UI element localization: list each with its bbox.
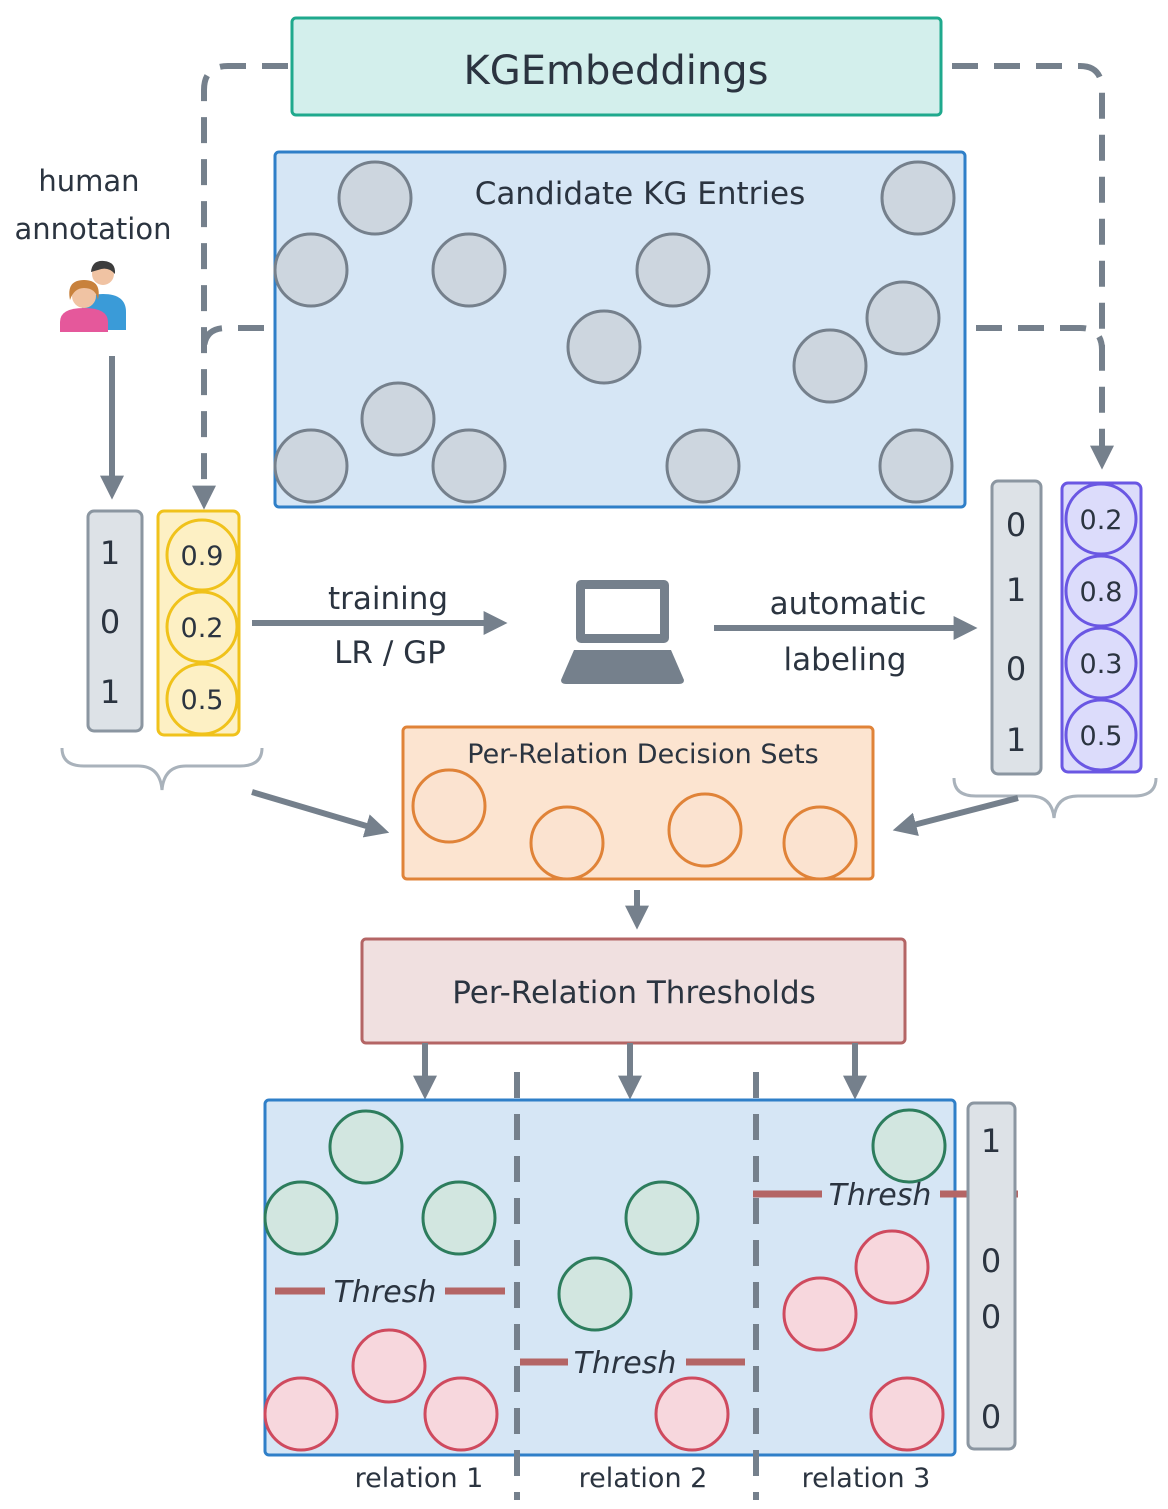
candidate-entry: [273, 428, 349, 504]
bottom-labels-bar: [966, 1101, 1017, 1451]
people-icon: [60, 260, 126, 332]
right-score-circle: [1064, 626, 1138, 700]
relation-1-label: relation 1: [355, 1463, 484, 1494]
positive-entry: [557, 1256, 633, 1332]
negative-entry: [263, 1376, 339, 1452]
right-brace: [952, 777, 1158, 819]
decision-set-circle: [529, 805, 605, 881]
candidate-entry: [337, 160, 413, 236]
thresholds-box: [360, 937, 907, 1045]
negative-entry: [351, 1328, 427, 1404]
negative-entry: [423, 1376, 499, 1452]
left-labels-bar: [86, 509, 144, 733]
right-brace-arrow: [892, 795, 1019, 837]
right-label-2: 1: [1006, 571, 1026, 609]
negative-entry: [854, 1229, 930, 1305]
left-score-2: 0.2: [181, 613, 224, 644]
candidate-entry: [566, 309, 642, 385]
human-annotation-label-line1: human: [38, 164, 139, 198]
candidate-entry: [878, 428, 954, 504]
left-score-3: 0.5: [181, 685, 224, 716]
left-score-circle: [165, 518, 239, 592]
left-label-1: 1: [100, 534, 120, 572]
candidate-entry-circles: [273, 160, 956, 504]
bottom-label-1: 1: [981, 1122, 1001, 1160]
candidate-entry: [792, 328, 868, 404]
right-score-3: 0.3: [1080, 649, 1123, 680]
kg-embeddings-title: KGEmbeddings: [464, 48, 769, 94]
candidate-entry: [273, 232, 349, 308]
right-score-circle: [1064, 698, 1138, 772]
laptop-icon: [561, 580, 684, 684]
left-score-1: 0.9: [181, 541, 224, 572]
left-label-3: 1: [100, 673, 120, 711]
candidate-entry: [360, 381, 436, 457]
candidates-right-dashed-connector: [976, 325, 1105, 351]
left-score-circle: [165, 590, 239, 664]
relation-3-label: relation 3: [802, 1463, 931, 1494]
bottom-label-3: 0: [981, 1298, 1001, 1336]
positive-entry: [421, 1180, 497, 1256]
threshold-label-relation-1: Thresh: [334, 1275, 437, 1310]
decision-set-circle: [667, 792, 743, 868]
negative-entry: [869, 1376, 945, 1452]
candidates-left-dashed-connector: [201, 325, 264, 351]
right-score-circle: [1064, 554, 1138, 628]
positive-entry: [624, 1180, 700, 1256]
bottom-label-2: 0: [981, 1242, 1001, 1280]
left-label-2: 0: [100, 603, 120, 641]
positive-entry: [328, 1109, 404, 1185]
right-label-1: 0: [1006, 506, 1026, 544]
right-score-1: 0.2: [1080, 505, 1123, 536]
relation-2-label: relation 2: [579, 1463, 708, 1494]
left-brace: [60, 747, 264, 791]
candidate-entry: [431, 232, 507, 308]
model-label: LR / GP: [334, 635, 446, 671]
candidate-entry: [431, 428, 507, 504]
candidate-entry: [635, 232, 711, 308]
negative-entry: [654, 1376, 730, 1452]
automatic-label: automatic: [770, 586, 927, 622]
candidate-entries-label: Candidate KG Entries: [475, 176, 806, 212]
threshold-label-relation-3: Thresh: [829, 1178, 932, 1213]
thresholds-label: Per-Relation Thresholds: [452, 975, 816, 1011]
right-labels-bar: [990, 479, 1043, 776]
decision-sets-label: Per-Relation Decision Sets: [467, 739, 819, 770]
kg-right-dashed-connector: [952, 63, 1114, 470]
candidate-entry: [865, 280, 941, 356]
decision-set-circle: [782, 805, 858, 881]
labeling-label: labeling: [784, 642, 907, 678]
negative-entry: [782, 1276, 858, 1352]
threshold-label-relation-2: Thresh: [574, 1346, 677, 1381]
positive-entry: [871, 1108, 947, 1184]
human-annotation-label-line2: annotation: [15, 212, 172, 246]
right-score-circle: [1064, 482, 1138, 556]
decision-set-circle: [411, 768, 487, 844]
candidate-entry: [665, 428, 741, 504]
left-brace-arrow: [251, 789, 390, 838]
right-score-4: 0.5: [1080, 721, 1123, 752]
training-label: training: [328, 581, 448, 617]
right-label-4: 1: [1006, 721, 1026, 759]
right-label-3: 0: [1006, 650, 1026, 688]
left-score-circle: [165, 662, 239, 736]
candidate-entry: [880, 160, 956, 236]
bottom-label-4: 0: [981, 1398, 1001, 1436]
right-score-2: 0.8: [1080, 577, 1123, 608]
positive-entry: [263, 1180, 339, 1256]
kg-embeddings-box: [290, 16, 943, 117]
decision-sets-box: [401, 725, 875, 881]
kg-left-dashed-connector: [192, 63, 288, 510]
